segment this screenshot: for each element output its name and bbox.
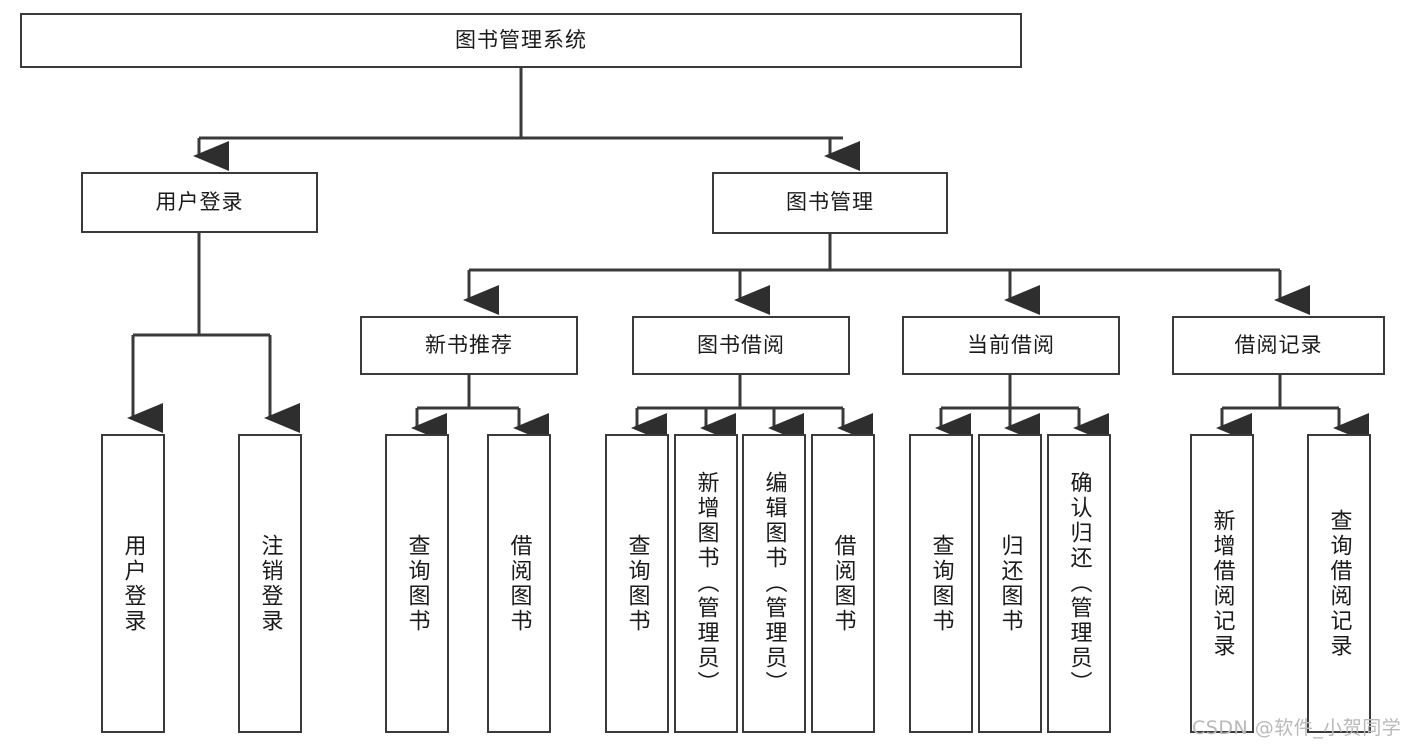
- leaf-label: 新增图书（管理员）: [693, 471, 719, 696]
- leaf-query-book-recommend[interactable]: 查询图书: [385, 434, 449, 733]
- leaf-borrow-book-recommend[interactable]: 借阅图书: [487, 434, 551, 733]
- node-label: 新书推荐: [425, 332, 513, 357]
- node-label: 图书管理系统: [455, 27, 587, 52]
- leaf-label: 查询图书: [928, 533, 954, 634]
- leaf-label: 借阅图书: [506, 533, 532, 634]
- leaf-label: 查询图书: [624, 533, 650, 634]
- leaf-add-book-admin[interactable]: 新增图书（管理员）: [674, 434, 738, 733]
- node-label: 借阅记录: [1234, 332, 1323, 357]
- node-book-borrow[interactable]: 图书借阅: [632, 316, 850, 375]
- leaf-edit-book-admin[interactable]: 编辑图书（管理员）: [742, 434, 806, 733]
- leaf-label: 用户登录: [120, 533, 146, 634]
- node-label: 用户登录: [155, 189, 244, 214]
- node-label: 图书借阅: [697, 332, 785, 357]
- csdn-watermark: CSDN @软件_小贺同学: [1192, 717, 1402, 739]
- leaf-confirm-return-admin[interactable]: 确认归还（管理员）: [1047, 434, 1111, 733]
- node-borrow-records[interactable]: 借阅记录: [1172, 316, 1385, 375]
- leaf-query-borrow-record[interactable]: 查询借阅记录: [1307, 434, 1371, 733]
- leaf-borrow-book[interactable]: 借阅图书: [811, 434, 875, 733]
- leaf-return-book[interactable]: 归还图书: [978, 434, 1042, 733]
- node-current-borrow[interactable]: 当前借阅: [902, 316, 1120, 375]
- leaf-label: 归还图书: [997, 533, 1023, 634]
- leaf-label: 新增借阅记录: [1209, 508, 1235, 659]
- node-label: 图书管理: [786, 190, 874, 215]
- leaf-add-borrow-record[interactable]: 新增借阅记录: [1190, 434, 1254, 733]
- node-book-management[interactable]: 图书管理: [712, 172, 948, 234]
- leaf-label: 借阅图书: [830, 533, 856, 634]
- node-label: 当前借阅: [967, 332, 1055, 357]
- leaf-label: 注销登录: [257, 533, 283, 634]
- leaf-query-book-borrow[interactable]: 查询图书: [605, 434, 669, 733]
- leaf-user-login[interactable]: 用户登录: [101, 434, 165, 733]
- leaf-query-book-current[interactable]: 查询图书: [909, 434, 973, 733]
- leaf-label: 确认归还（管理员）: [1066, 471, 1092, 696]
- node-user-login[interactable]: 用户登录: [81, 172, 318, 233]
- node-root-book-management-system[interactable]: 图书管理系统: [20, 13, 1022, 68]
- leaf-label: 编辑图书（管理员）: [761, 471, 787, 696]
- leaf-logout[interactable]: 注销登录: [238, 434, 302, 733]
- node-new-book-recommend[interactable]: 新书推荐: [360, 316, 578, 375]
- leaf-label: 查询借阅记录: [1326, 508, 1352, 659]
- leaf-label: 查询图书: [404, 533, 430, 634]
